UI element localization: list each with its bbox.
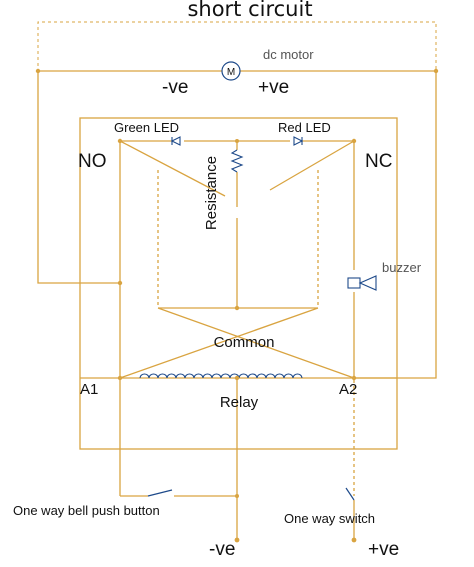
nc-contact-label: NC xyxy=(365,151,392,172)
motor-label: dc motor xyxy=(263,47,314,62)
common-contact-label: Common xyxy=(214,334,275,351)
motor-positive-label: +ve xyxy=(258,77,289,98)
short-circuit-wire xyxy=(37,21,437,72)
supply-positive-label: +ve xyxy=(368,539,399,560)
push-button-label: One way bell push button xyxy=(13,503,160,518)
buzzer-icon xyxy=(347,275,377,291)
relay-a1-label: A1 xyxy=(80,381,98,398)
red-led-icon xyxy=(293,136,304,146)
motor-symbol: M xyxy=(227,67,235,78)
supply-wiring xyxy=(120,378,355,540)
switch-label: One way switch xyxy=(284,511,375,526)
motor-negative-label: -ve xyxy=(162,77,188,98)
push-button-icon xyxy=(147,489,173,497)
diagram-title: short circuit xyxy=(187,0,312,21)
green-led-label: Green LED xyxy=(114,120,179,135)
no-contact-label: NO xyxy=(78,151,107,172)
green-led-icon xyxy=(170,136,181,146)
red-led-label: Red LED xyxy=(278,120,331,135)
relay-coil-icon xyxy=(139,373,303,379)
relay-a2-label: A2 xyxy=(339,381,357,398)
dashed-contact-wires xyxy=(157,170,355,496)
contact-wiring xyxy=(119,140,355,496)
dc-motor-icon: M xyxy=(221,61,241,81)
resistor-icon xyxy=(230,149,244,173)
one-way-switch-icon xyxy=(345,487,355,501)
relay-label: Relay xyxy=(220,394,259,411)
supply-negative-label: -ve xyxy=(209,539,235,560)
junction-dots xyxy=(35,68,439,543)
resistance-label: Resistance xyxy=(203,156,220,230)
buzzer-label: buzzer xyxy=(382,260,422,275)
